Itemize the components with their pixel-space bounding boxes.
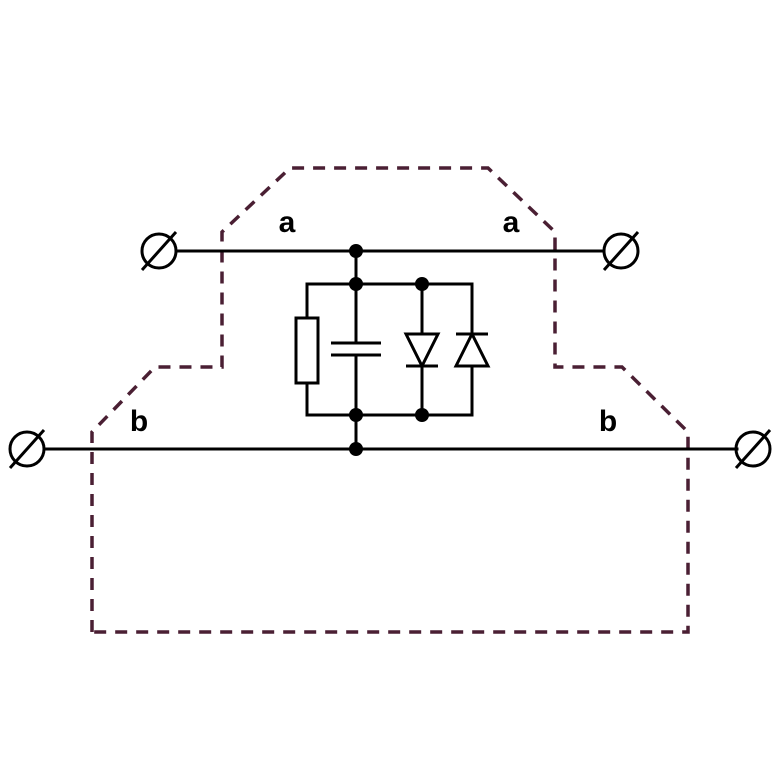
terminal-a-left[interactable] [140,230,178,272]
terminal-a-right[interactable] [602,230,640,272]
junction-dot [349,244,363,258]
terminal-b-left[interactable] [8,428,46,470]
label-a-left: a [279,206,296,239]
junction-dot [349,408,363,422]
label-a-right: a [503,206,520,239]
capacitor-branch [331,282,381,417]
diode-branch-1 [403,282,441,417]
junction-dot [415,277,429,291]
resistor-branch [294,282,320,417]
diode-1-symbol [403,332,441,370]
junction-dot [349,277,363,291]
junction-dot [349,442,363,456]
label-b-right: b [599,405,617,438]
resistor-symbol [294,316,320,385]
terminal-block-outline [90,166,690,634]
diode-branch-2 [453,282,491,417]
junction-dot [415,408,429,422]
diode-2-symbol [453,330,491,368]
terminal-b-right[interactable] [734,428,772,470]
label-b-left: b [130,405,148,438]
